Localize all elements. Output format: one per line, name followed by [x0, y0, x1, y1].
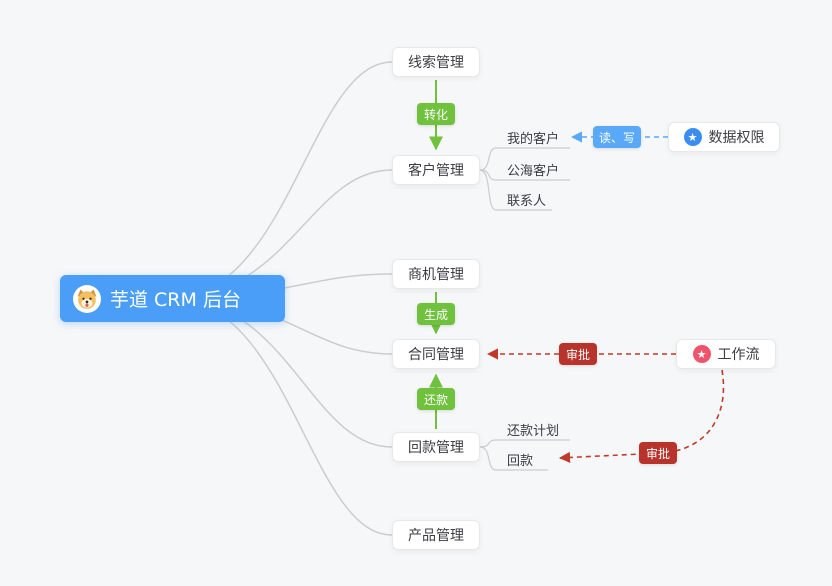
- star-glyph: ★: [696, 347, 707, 361]
- child-branch-lines: [479, 147, 570, 471]
- badge-approve-receivable: 审批: [639, 442, 677, 464]
- badge-repay: 还款: [417, 388, 455, 410]
- node-workflow-label: 工作流: [717, 347, 760, 363]
- badge-read-write: 读、写: [593, 126, 641, 148]
- node-product: 产品管理: [392, 520, 480, 550]
- leaf-my-customers: 我的客户: [507, 132, 560, 147]
- node-data-permission: ★ 数据权限: [668, 122, 780, 152]
- node-product-label: 产品管理: [408, 528, 464, 544]
- workflow-arrows: [486, 348, 725, 464]
- star-icon: ★: [692, 345, 711, 363]
- node-opportunity-label: 商机管理: [408, 267, 464, 283]
- leaf-public-customers: 公海客户: [507, 164, 560, 179]
- root-label: 芋道 CRM 后台: [110, 289, 241, 311]
- node-contract: 合同管理: [392, 339, 480, 369]
- node-leads: 线索管理: [392, 47, 480, 77]
- root-node: 芋道 CRM 后台: [60, 275, 285, 322]
- leaf-contacts: 联系人: [507, 194, 547, 209]
- leaf-repayment-plan: 还款计划: [507, 424, 560, 439]
- node-customer: 客户管理: [392, 155, 480, 185]
- badge-generate: 生成: [417, 303, 455, 325]
- node-leads-label: 线索管理: [408, 55, 464, 71]
- badge-approve-contract: 审批: [559, 343, 597, 365]
- node-receivable-label: 回款管理: [408, 440, 464, 456]
- star-glyph: ★: [687, 130, 698, 144]
- node-opportunity: 商机管理: [392, 259, 480, 289]
- star-icon: ★: [683, 128, 702, 146]
- node-contract-label: 合同管理: [408, 347, 464, 363]
- node-data-permission-label: 数据权限: [708, 130, 765, 146]
- node-receivable: 回款管理: [392, 432, 480, 462]
- node-customer-label: 客户管理: [408, 163, 464, 179]
- dog-icon: [73, 284, 101, 313]
- badge-convert: 转化: [417, 103, 455, 125]
- leaf-receivable: 回款: [507, 454, 534, 469]
- node-workflow: ★ 工作流: [676, 339, 776, 369]
